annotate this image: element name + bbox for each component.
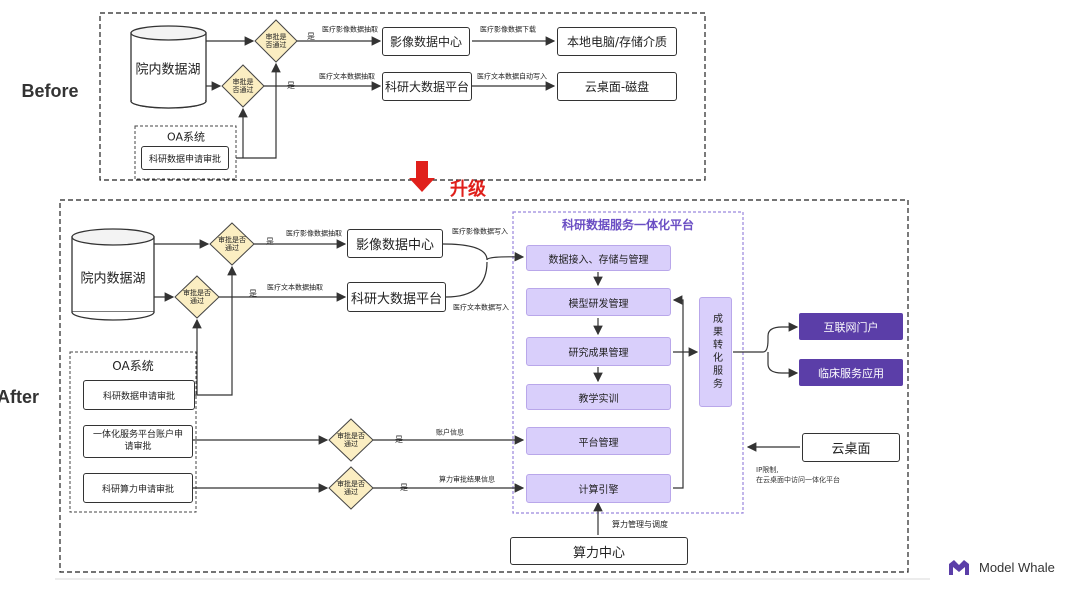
before-frame: [99, 12, 706, 181]
after-edge-compute-result: 算力审批结果信息: [439, 475, 495, 484]
module-compute-engine: 计算引擎: [526, 474, 671, 503]
after-approve-diamond-1: [209, 222, 255, 266]
upgrade-label: 升级: [450, 179, 486, 200]
after-approve-3-label: 审批是否通过: [337, 431, 365, 448]
before-edge-text-autowrite: 医疗文本数据自动写入: [477, 72, 547, 81]
after-edge-imaging-extract: 医疗影像数据抽取: [286, 229, 342, 238]
before-cloud-desktop-disk: 云桌面-磁盘: [557, 72, 677, 101]
after-edge-compute-manage: 算力管理与调度: [612, 520, 668, 529]
upgrade-arrow: [409, 161, 435, 192]
before-label: Before: [21, 81, 79, 101]
platform-title: 科研数据服务一体化平台: [561, 218, 695, 232]
after-approve-1-label: 审批是否通过: [218, 235, 246, 252]
module-teaching: 教学实训: [526, 384, 671, 410]
before-oa-title: OA系统: [167, 130, 205, 144]
before-edge-imaging-download: 医疗影像数据下载: [480, 25, 536, 34]
after-data-lake-shape: [71, 228, 155, 321]
model-whale-logo-text: Model Whale: [979, 560, 1055, 575]
before-edge-text-extract: 医疗文本数据抽取: [319, 72, 375, 81]
before-oa-research-approval: 科研数据申请审批: [141, 146, 229, 170]
before-approve-diamond-2: [221, 64, 265, 108]
after-yes-4: 是: [400, 483, 408, 492]
before-approve-1-label: 审批是否通过: [265, 32, 287, 49]
after-oa-account-approval: 一体化服务平台账户申请审批: [83, 425, 193, 458]
after-data-lake-label: 院内数据湖: [80, 271, 146, 287]
after-research-platform: 科研大数据平台: [347, 282, 446, 312]
after-imaging-center: 影像数据中心: [347, 229, 443, 258]
before-oa-frame: [134, 125, 237, 180]
model-whale-logo-icon: [949, 560, 969, 575]
compute-center: 算力中心: [510, 537, 688, 565]
after-cloud-desktop: 云桌面: [802, 433, 900, 462]
after-edge-text-write: 医疗文本数据写入: [453, 303, 509, 312]
module-data-access: 数据接入、存储与管理: [526, 245, 671, 271]
after-approve-diamond-3: [328, 418, 374, 462]
after-edge-account: 账户信息: [436, 428, 464, 437]
module-model-dev: 模型研发管理: [526, 288, 671, 316]
after-oa-frame: [69, 351, 197, 513]
after-frame: [59, 199, 909, 573]
after-edge-text-extract: 医疗文本数据抽取: [267, 283, 323, 292]
before-approve-diamond-1: [254, 19, 298, 63]
results-transfer-service: 成果转化服务: [699, 297, 732, 407]
platform-frame: [512, 211, 744, 514]
output-clinical-app: 临床服务应用: [799, 359, 903, 386]
before-research-platform: 科研大数据平台: [382, 72, 472, 101]
before-data-lake-shape: [130, 25, 207, 109]
after-yes-1: 是: [266, 237, 274, 246]
after-approve-diamond-2: [174, 275, 220, 319]
after-oa-compute-approval: 科研算力申请审批: [83, 473, 193, 503]
module-platform-admin: 平台管理: [526, 427, 671, 455]
after-yes-3: 是: [395, 435, 403, 444]
after-edge-imaging-write: 医疗影像数据写入: [452, 227, 508, 236]
module-research-results: 研究成果管理: [526, 337, 671, 366]
before-edge-imaging-extract: 医疗影像数据抽取: [322, 25, 378, 34]
cloud-desktop-note: IP限制, 在云桌面中访问一体化平台: [756, 466, 840, 484]
before-approve-2-label: 审批是否通过: [232, 77, 254, 94]
after-oa-title: OA系统: [112, 359, 154, 373]
output-internet-portal: 互联网门户: [799, 313, 903, 340]
before-data-lake-label: 院内数据湖: [135, 62, 201, 78]
before-yes-1: 是: [307, 32, 315, 41]
after-approve-diamond-4: [328, 466, 374, 510]
after-yes-2: 是: [249, 289, 257, 298]
before-imaging-center: 影像数据中心: [382, 27, 470, 56]
after-label: After: [0, 387, 40, 407]
after-oa-research-approval: 科研数据申请审批: [83, 380, 195, 410]
before-local-storage: 本地电脑/存储介质: [557, 27, 677, 56]
after-approve-2-label: 审批是否通过: [183, 288, 211, 305]
before-yes-2: 是: [287, 81, 295, 90]
after-approve-4-label: 审批是否通过: [337, 479, 365, 496]
